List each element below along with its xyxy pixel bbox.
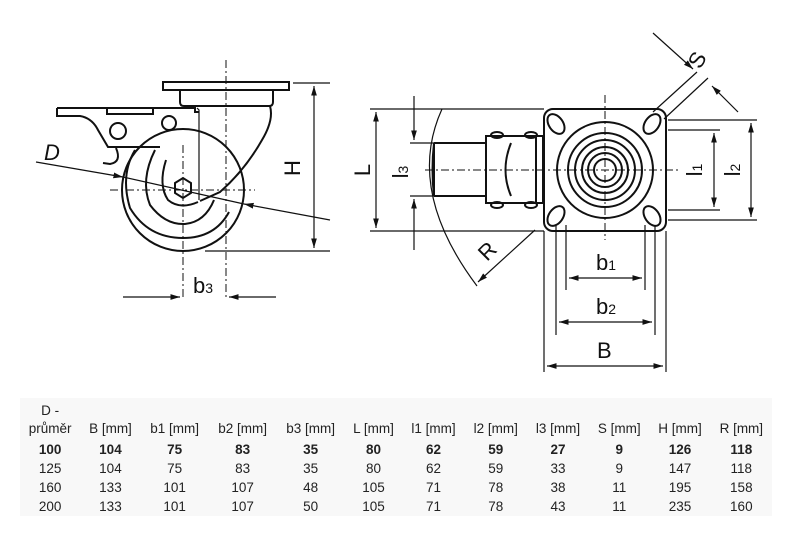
table-cell: 104 [99, 461, 122, 476]
dimension-table: D -průměr B [mm] b1 [mm] b2 [mm] b3 [mm]… [20, 398, 772, 516]
table-cell: 200 [38, 499, 62, 514]
table-row: 100 104 75 83 35 80 62 59 27 9 126 118 [20, 440, 772, 459]
label-D: D [44, 140, 60, 165]
table-cell: 100 [38, 442, 62, 457]
table-cell: 75 [167, 461, 183, 476]
table-cell: 80 [366, 461, 382, 476]
table-cell: 62 [425, 442, 442, 457]
table-cell: 118 [730, 461, 753, 476]
label-l2: l2 [720, 163, 745, 176]
label-l3: l3 [388, 165, 413, 178]
header-L: L [mm] [353, 421, 394, 436]
table-cell: 78 [488, 499, 504, 514]
header-H: H [mm] [658, 421, 702, 436]
table-cell: 80 [366, 442, 382, 457]
table-row: 125 104 75 83 35 80 62 59 33 9 147 118 [20, 459, 772, 478]
table-cell: 83 [235, 461, 251, 476]
label-H: H [280, 160, 305, 176]
table-cell: 83 [235, 442, 251, 457]
table-cell: 11 [612, 499, 627, 514]
header-b3: b3 [mm] [286, 421, 336, 436]
label-b1: b1 [596, 250, 616, 275]
caster-dimension-drawing: D H b3 [35, 32, 757, 372]
table-cell: 78 [488, 480, 504, 495]
table-cell: 133 [99, 499, 122, 514]
table-cell: 160 [730, 499, 753, 514]
table-cell: 71 [425, 499, 442, 514]
table-cell: 118 [730, 442, 753, 457]
header-l2: l2 [mm] [473, 421, 518, 436]
table-cell: 133 [99, 480, 122, 495]
label-R: R [473, 237, 502, 266]
table-cell: 147 [668, 461, 692, 476]
fork [191, 105, 272, 202]
wheel-ring-2 [145, 149, 215, 226]
label-B: B [597, 338, 612, 363]
table-header-row: D -průměr B [mm] b1 [mm] b2 [mm] b3 [mm]… [20, 398, 772, 440]
table-cell: 9 [615, 442, 623, 457]
table-cell: 59 [488, 442, 504, 457]
table-cell: 35 [303, 461, 319, 476]
header-B: B [mm] [89, 421, 132, 436]
table-cell: 195 [668, 480, 692, 495]
table-cell: 235 [668, 499, 692, 514]
brake-hook [102, 147, 119, 166]
table-cell: 158 [730, 480, 753, 495]
table-cell: 160 [38, 480, 62, 495]
table-cell: 104 [99, 442, 122, 457]
table-row: 160 133 101 107 48 105 71 78 38 11 195 158 [20, 478, 772, 497]
header-R: R [mm] [719, 421, 764, 436]
wheel-hub [161, 159, 199, 207]
table-cell: 43 [550, 499, 566, 514]
table-cell: 48 [303, 480, 319, 495]
table-cell: 105 [362, 499, 385, 514]
table-cell: 9 [615, 461, 623, 476]
table-cell: 125 [38, 461, 62, 476]
table-cell: 50 [303, 499, 319, 514]
header-D-diameter: D -průměr [28, 403, 72, 436]
swivel-radius-arc [428, 108, 478, 287]
table-cell: 59 [488, 461, 504, 476]
label-b2: b2 [596, 294, 616, 319]
header-b1: b1 [mm] [150, 421, 199, 436]
label-l1: l1 [682, 163, 707, 176]
table-cell: 107 [231, 480, 254, 495]
table-cell: 101 [163, 480, 186, 495]
header-l1: l1 [mm] [411, 421, 456, 436]
header-l3: l3 [mm] [535, 421, 581, 436]
table-cell: 62 [425, 461, 442, 476]
table-cell: 126 [668, 442, 692, 457]
table-cell: 107 [231, 499, 254, 514]
top-view: R L l3 S l1 l2 b1 b2 [350, 32, 757, 372]
table-cell: 11 [612, 480, 627, 495]
table-cell: 71 [425, 480, 442, 495]
table-cell: 27 [550, 442, 566, 457]
header-S: S [mm] [597, 421, 641, 436]
label-S: S [683, 47, 712, 72]
table-cell: 105 [362, 480, 385, 495]
table-cell: 38 [550, 480, 566, 495]
table-cell: 101 [163, 499, 186, 514]
label-b3: b3 [193, 273, 213, 298]
table-cell: 35 [303, 442, 319, 457]
side-view: D H b3 [35, 60, 331, 300]
label-L: L [350, 164, 375, 176]
table-row: 200 133 101 107 50 105 71 78 43 11 235 160 [20, 497, 772, 516]
lever-pivot [109, 122, 127, 140]
table-cell: 33 [550, 461, 566, 476]
table-cell: 75 [167, 442, 183, 457]
header-b2: b2 [mm] [218, 421, 267, 436]
rivet [161, 115, 177, 131]
